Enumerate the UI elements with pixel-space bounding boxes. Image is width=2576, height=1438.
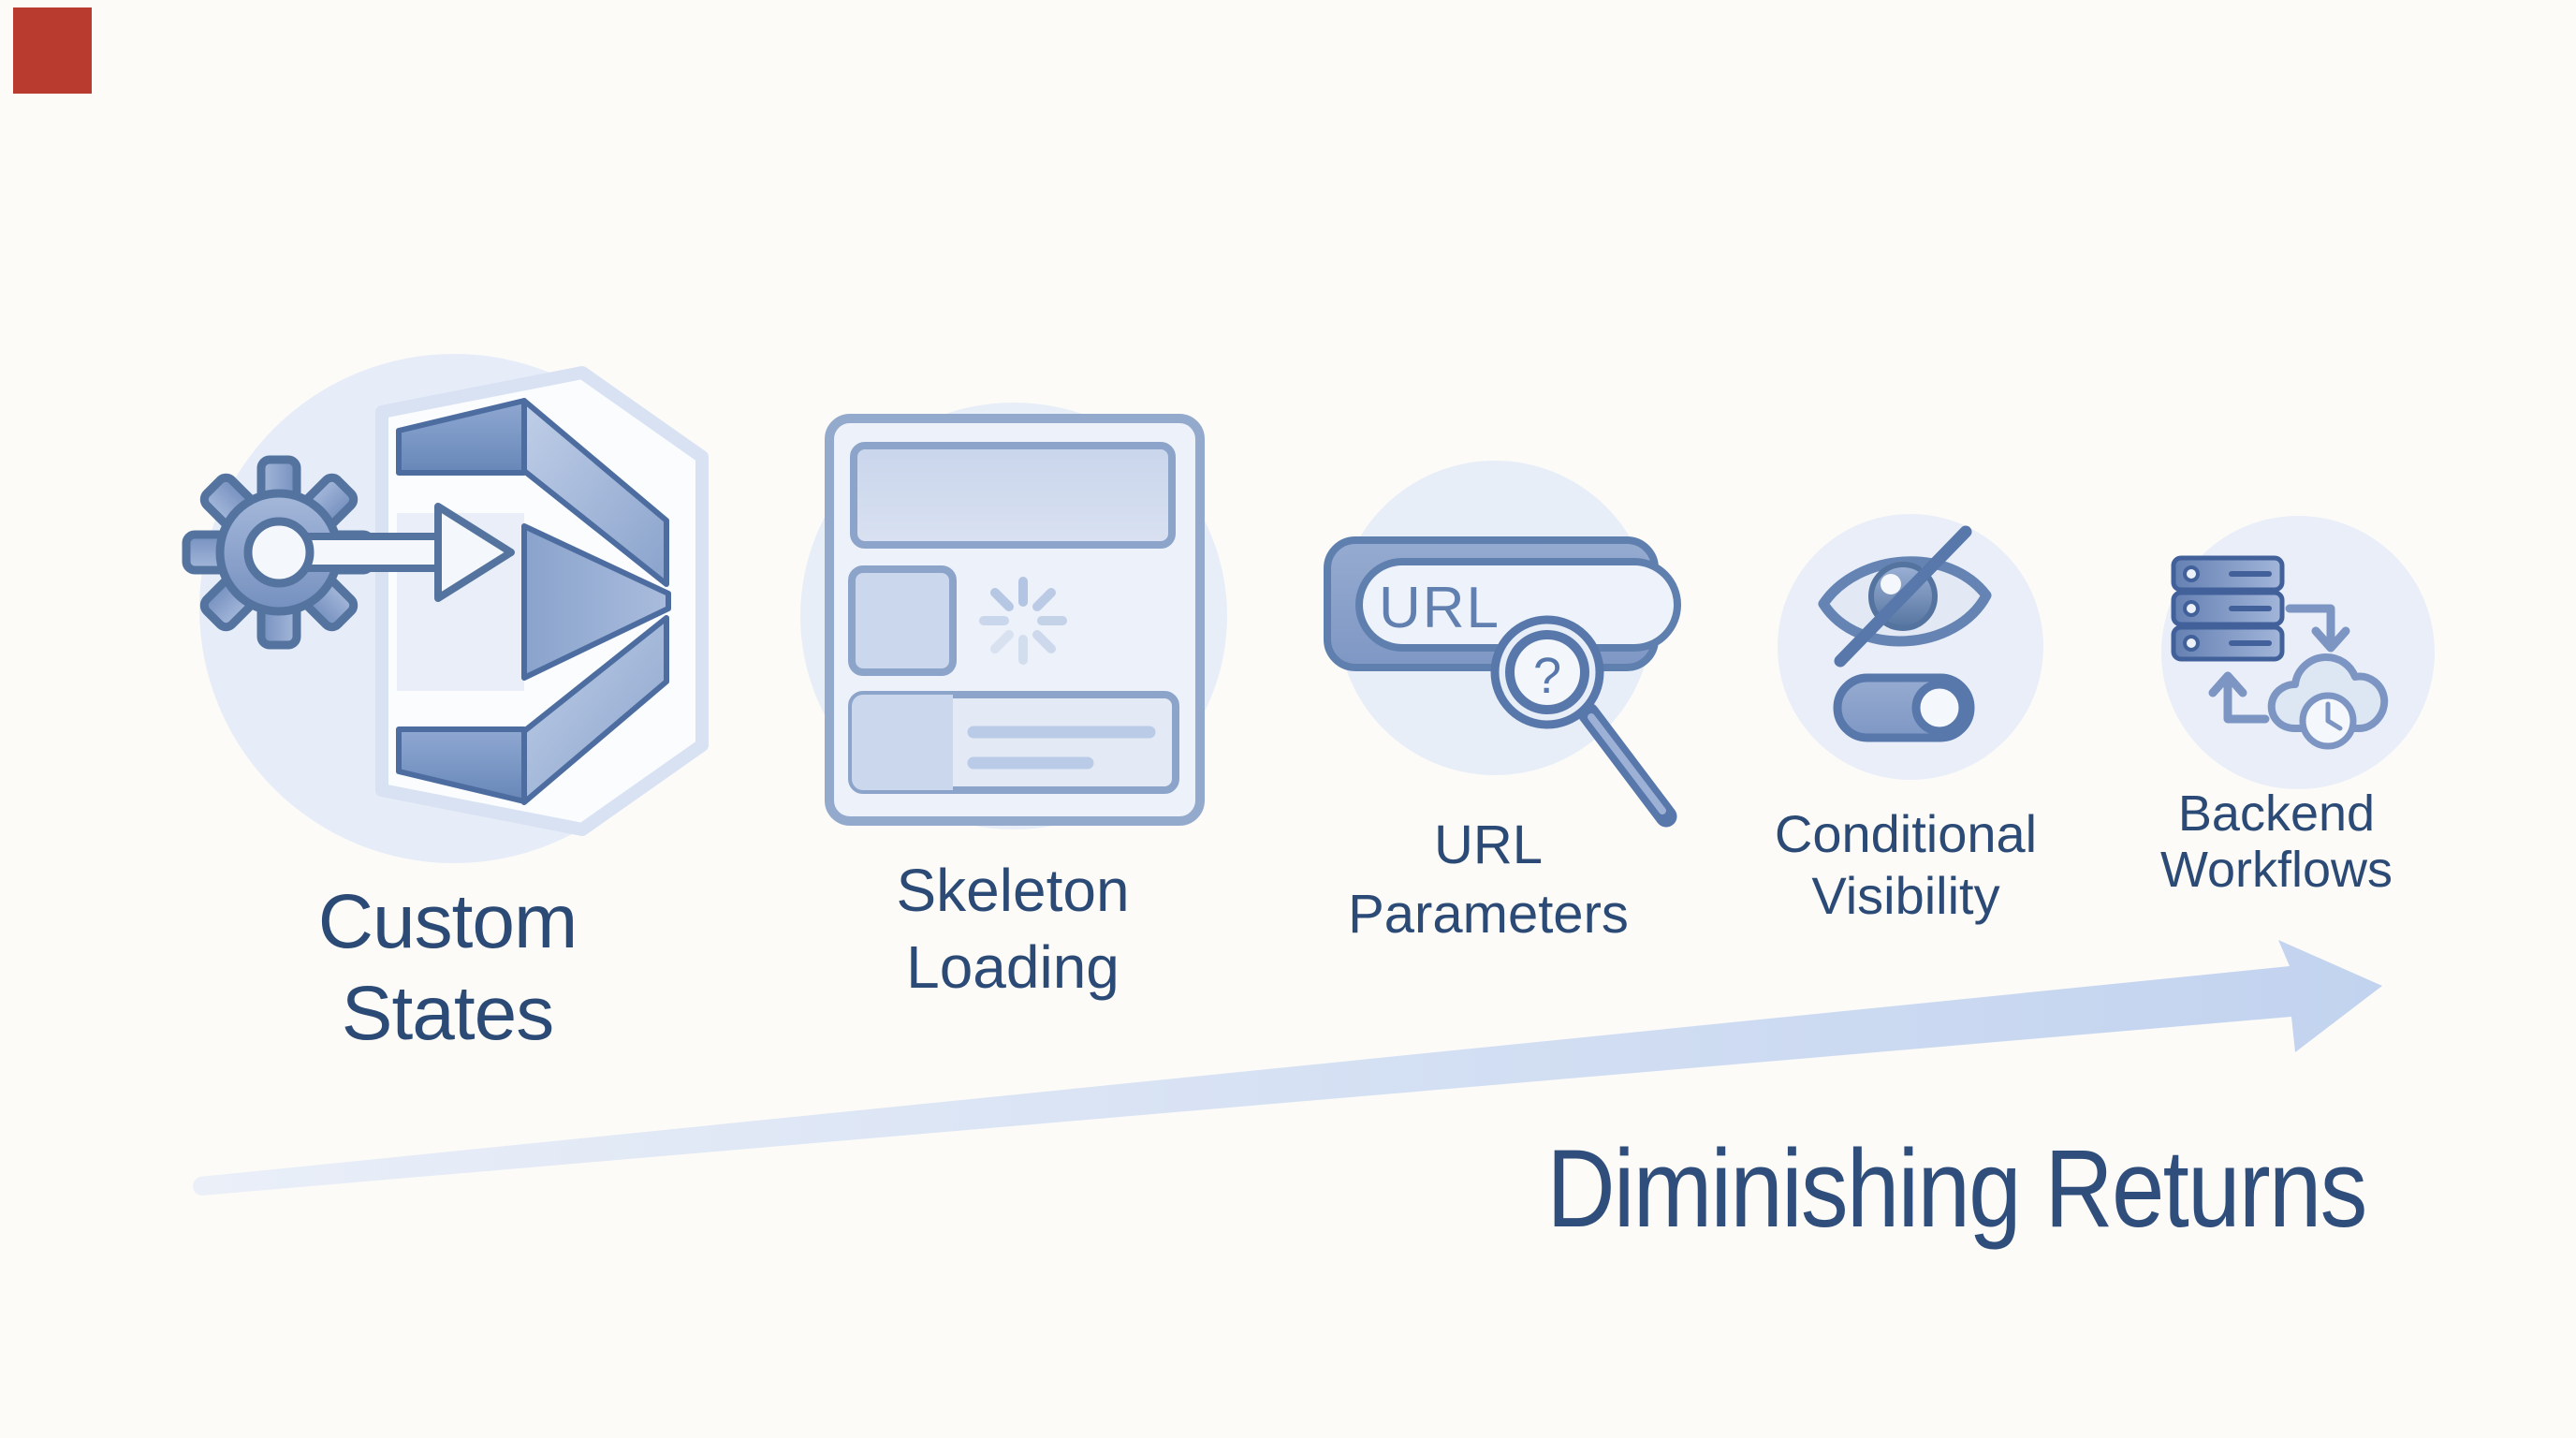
magnifier-icon: ? <box>1490 615 1677 828</box>
skeleton-header-block <box>850 442 1176 549</box>
url-parameters-label: URL Parameters <box>1348 811 1629 949</box>
label-line: Conditional <box>1774 804 2038 863</box>
corner-marker <box>13 7 92 94</box>
custom-states-icon <box>182 354 709 863</box>
workflow-arrows-icon <box>2208 604 2350 724</box>
label-line: States <box>341 971 554 1056</box>
custom-states-label: Custom States <box>318 876 578 1060</box>
backend-workflows-label: Backend Workflows <box>2160 785 2393 898</box>
skeleton-image-block <box>848 565 957 676</box>
conditional-visibility-icon <box>1778 514 2043 780</box>
cloud-clock-icon <box>2267 653 2389 750</box>
skeleton-loading-icon <box>800 403 1227 829</box>
eye-slash-icon <box>1818 525 1992 668</box>
skeleton-loading-label: Skeleton Loading <box>896 852 1129 1005</box>
url-badge-text: URL <box>1379 576 1500 640</box>
toggle-switch-icon <box>1833 673 1975 742</box>
label-line: Backend <box>2177 785 2376 842</box>
diminishing-returns-arrow <box>193 940 2382 1196</box>
label-line: Parameters <box>1348 884 1629 945</box>
label-line: Visibility <box>1811 866 2000 925</box>
url-parameters-icon: URL ? <box>1324 461 1681 828</box>
label-line: Workflows <box>2159 842 2393 898</box>
question-mark-glyph: ? <box>1533 648 1561 704</box>
backend-workflows-icon <box>2161 516 2435 789</box>
gear-arrow-icon <box>243 503 515 602</box>
label-line: Custom <box>317 879 578 964</box>
loading-spinner-icon <box>979 577 1067 665</box>
label-line: Skeleton <box>896 857 1130 924</box>
diminishing-returns-label: Diminishing Returns <box>1546 1127 2367 1251</box>
server-stack-icon <box>2171 555 2285 662</box>
label-line: URL <box>1433 814 1544 875</box>
conditional-visibility-label: Conditional Visibility <box>1775 803 2037 927</box>
label-line: Loading <box>906 933 1120 1001</box>
